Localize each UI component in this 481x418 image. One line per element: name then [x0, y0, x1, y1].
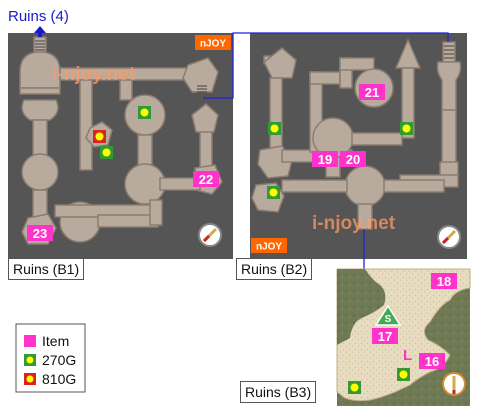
link-ruins-4[interactable]: Ruins (4)	[8, 8, 69, 25]
link-line-b1-b2	[203, 32, 449, 99]
legend-label-item: Item	[42, 333, 69, 349]
b1-panel: i-njoy.net nJOY 22 23	[8, 26, 233, 259]
compass-icon	[198, 223, 222, 247]
landmark-letter: L	[403, 347, 412, 364]
b1-watermark: i-njoy.net	[52, 64, 136, 85]
up-arrow-icon[interactable]	[34, 26, 46, 33]
item-number: 20	[346, 152, 360, 167]
floor-label-b1: Ruins (B1)	[8, 258, 85, 280]
b2-watermark: i-njoy.net	[312, 213, 396, 234]
b2-brand-tag: nJOY	[256, 242, 282, 253]
b1-floor	[19, 36, 223, 245]
start-marker-icon[interactable]: S	[374, 304, 402, 326]
compass-icon	[442, 372, 466, 396]
b3-panel: S L 18 17 16	[336, 268, 471, 406]
stair-icon	[444, 45, 454, 59]
item-number: 22	[199, 172, 213, 187]
b2-floor	[251, 38, 462, 230]
b2-panel: i-njoy.net nJOY 21 19 20	[250, 33, 467, 259]
legend-swatch-item	[24, 335, 36, 347]
item-number: 17	[378, 329, 392, 344]
item-number: 16	[425, 354, 439, 369]
legend: Item 270G 810G	[15, 323, 86, 393]
item-number: 19	[318, 152, 332, 167]
item-number: 23	[33, 226, 47, 241]
stair-icon	[35, 40, 207, 93]
floor-label-b2: Ruins (B2)	[236, 258, 313, 280]
item-number: 18	[437, 274, 451, 289]
b3-rock	[337, 269, 386, 345]
item-number: 21	[365, 85, 379, 100]
legend-label-810g: 810G	[42, 371, 76, 387]
floor-label-b3: Ruins (B3)	[240, 381, 317, 403]
compass-icon	[437, 225, 461, 249]
legend-label-270g: 270G	[42, 352, 76, 368]
svg-text:S: S	[385, 314, 392, 325]
b1-brand-tag: nJOY	[200, 39, 226, 50]
